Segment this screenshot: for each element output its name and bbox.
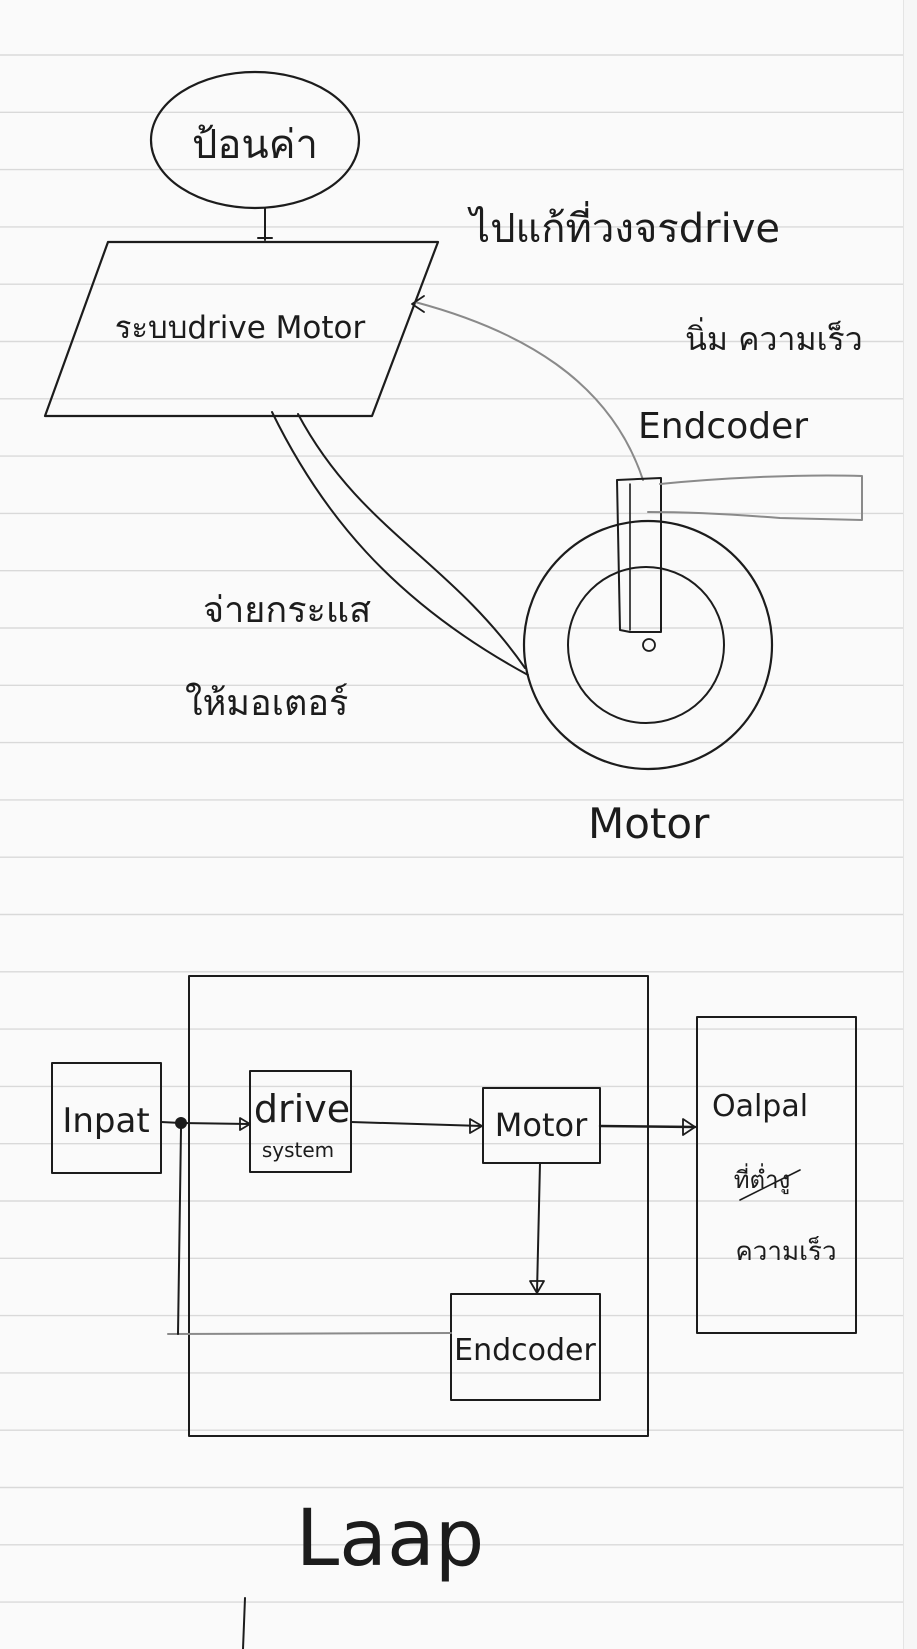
input-to-junction-line [160, 1121, 182, 1124]
loop-caption: Laap [296, 1494, 485, 1584]
feedback-note: ไปแก้ที่วงจรdrive [467, 201, 780, 252]
feedback-arrowhead [411, 295, 425, 313]
feedback-riser [177, 1128, 182, 1335]
junction-to-drive-arrow [180, 1122, 250, 1125]
motor-to-output-head [682, 1118, 696, 1136]
current-note-line1: จ่ายกระแส [203, 590, 371, 631]
encoder-arm [616, 477, 662, 633]
motor-to-encoder-head [529, 1280, 545, 1294]
motor-to-encoder-arrow [536, 1162, 541, 1293]
stray-pen-mark [242, 1597, 246, 1649]
motor-to-output-arrow [598, 1124, 697, 1129]
encoder-feedback-line [167, 1332, 452, 1335]
system-boundary [188, 975, 649, 1437]
encoder-feedback-curve [414, 301, 644, 481]
drive-motor-parallelogram [43, 240, 440, 418]
motor-shaft [642, 638, 656, 652]
encoder-sketch-label: Endcoder [638, 406, 808, 447]
motor-sketch-label: Motor [588, 799, 710, 848]
speed-note: นิ่ม ความเร็ว [685, 317, 863, 358]
start-oval [149, 70, 361, 210]
output-label-line3: ความเร็ว [735, 1235, 836, 1267]
closed-loop-block-diagram: Inpat drive system Motor Endcoder Oalpal… [51, 975, 857, 1649]
input-block-label: Inpat [62, 1101, 149, 1141]
output-strike [739, 1169, 801, 1201]
motor-wire-1 [271, 411, 529, 676]
encoder-block [450, 1293, 601, 1401]
current-note-line2: ให้มอเตอร์ [185, 682, 348, 724]
motor-control-sketch: ป้อนค่า ระบบdrive Motor ไปแก้ที่วงจรdriv… [43, 70, 863, 848]
start-oval-label: ป้อนค่า [192, 122, 318, 168]
junction-to-drive-head [239, 1117, 251, 1131]
drive-box-label: ระบบdrive Motor [115, 310, 366, 346]
drive-to-motor-arrow [350, 1121, 483, 1127]
encoder-block-label: Endcoder [454, 1333, 596, 1368]
input-block [51, 1062, 162, 1174]
drive-block-sublabel: system [262, 1138, 334, 1162]
motor-outer-circle [522, 519, 774, 771]
drive-to-motor-head [469, 1118, 483, 1134]
motor-inner-circle [567, 566, 725, 724]
drive-block-label: drive [254, 1087, 350, 1131]
output-block [696, 1016, 857, 1334]
motor-block-label: Motor [495, 1106, 588, 1144]
encoder-bar [647, 474, 863, 521]
output-label-line1: Oalpal [712, 1089, 808, 1124]
motor-wire-2 [297, 413, 526, 669]
